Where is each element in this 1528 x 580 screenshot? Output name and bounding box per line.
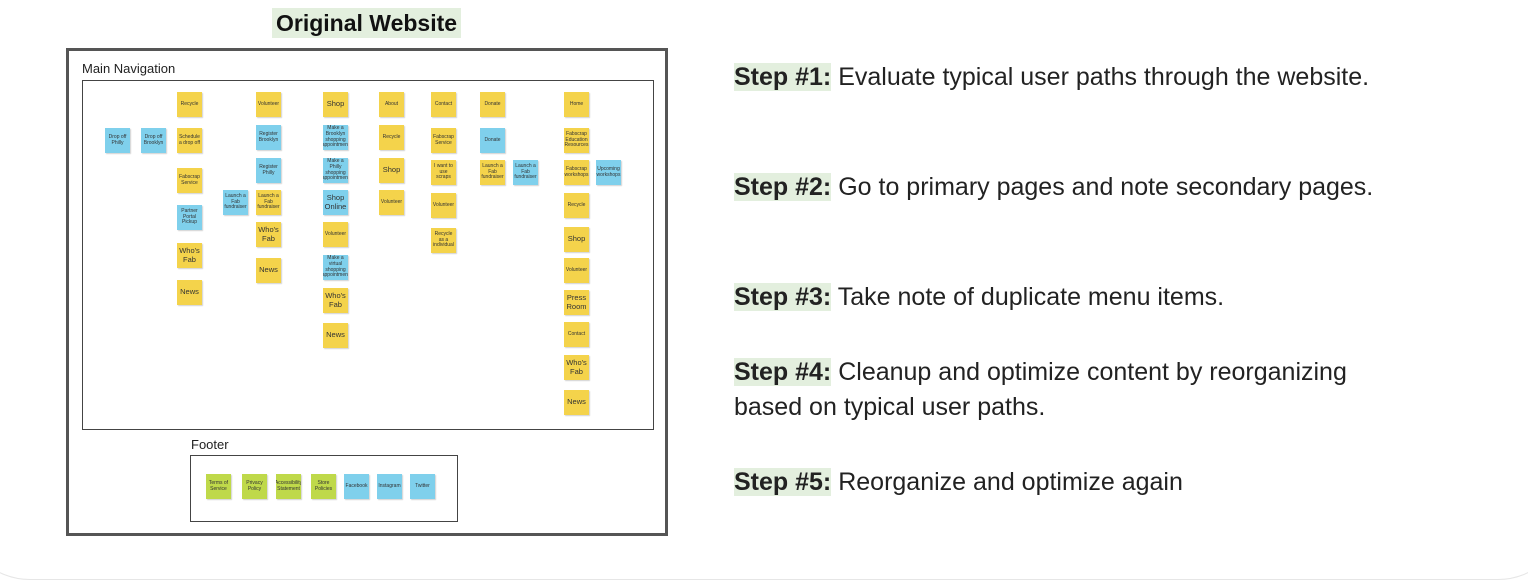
sticky-note: Instagram: [377, 474, 402, 499]
sticky-note: Make a virtual shopping appointment: [323, 255, 348, 280]
sticky-note: Who's Fab: [256, 222, 281, 247]
footer-label: Footer: [191, 437, 229, 452]
sticky-note: Fabscrap workshops: [564, 160, 589, 185]
sticky-note: Donate: [480, 128, 505, 153]
main-navigation-label: Main Navigation: [82, 61, 176, 76]
sticky-note: Volunteer: [323, 222, 348, 247]
step-3: Step #3: Take note of duplicate menu ite…: [734, 280, 1474, 315]
sticky-note: Home: [564, 92, 589, 117]
diagram-title: Original Website: [272, 8, 462, 38]
sticky-note: News: [564, 390, 589, 415]
step-label: Step #3:: [734, 283, 832, 311]
sticky-note: Drop off Philly: [105, 128, 130, 153]
sticky-note: Who's Fab: [564, 355, 589, 380]
sticky-note: Facebook: [344, 474, 369, 499]
step-1: Step #1: Evaluate typical user paths thr…: [734, 60, 1474, 95]
sticky-note: Launch a Fab fundraiser: [223, 190, 248, 215]
footer-box: [190, 455, 458, 522]
step-label: Step #4:: [734, 358, 832, 386]
sticky-note: Donate: [480, 92, 505, 117]
sticky-note: Partner Portal Pickup: [177, 205, 202, 230]
step-text: Evaluate typical user paths through the …: [831, 63, 1370, 91]
step-5: Step #5: Reorganize and optimize again: [734, 465, 1474, 500]
sticky-note: Upcoming workshops: [596, 160, 621, 185]
sticky-note: Fabscrap Service: [431, 128, 456, 153]
sticky-note: News: [256, 258, 281, 283]
step-label: Step #2:: [734, 173, 832, 201]
sticky-note: Accessibility Statement: [276, 474, 301, 499]
sticky-note: Recycle: [564, 193, 589, 218]
sticky-note: News: [323, 323, 348, 348]
sticky-note: Register Brooklyn: [256, 125, 281, 150]
sticky-note: Who's Fab: [323, 288, 348, 313]
step-text: Cleanup and optimize content by reorgani…: [734, 358, 1347, 421]
sticky-note: Shop: [323, 92, 348, 117]
sticky-note: Recycle: [379, 125, 404, 150]
sticky-note: Schedule a drop off: [177, 128, 202, 153]
sticky-note: Shop: [564, 227, 589, 252]
sticky-note: About: [379, 92, 404, 117]
sticky-note: News: [177, 280, 202, 305]
sticky-note: Register Philly: [256, 158, 281, 183]
sticky-note: Recycle: [177, 92, 202, 117]
sticky-note: Volunteer: [564, 258, 589, 283]
sticky-note: Fabscrap Education Resources: [564, 128, 589, 153]
sticky-note: Volunteer: [256, 92, 281, 117]
sticky-note: Make a Philly shopping appointment: [323, 158, 348, 183]
sticky-note: Recycle as a individual: [431, 228, 456, 253]
sticky-note: I want to use scraps: [431, 160, 456, 185]
sticky-note: Privacy Policy: [242, 474, 267, 499]
sticky-note: Volunteer: [431, 193, 456, 218]
sticky-note: Who's Fab: [177, 243, 202, 268]
step-4: Step #4: Cleanup and optimize content by…: [734, 355, 1374, 425]
sticky-note: Contact: [431, 92, 456, 117]
sticky-note: Fabscrap Service: [177, 168, 202, 193]
sticky-note: Launch a Fab fundraiser: [513, 160, 538, 185]
sticky-note: Drop off Brooklyn: [141, 128, 166, 153]
step-label: Step #5:: [734, 468, 832, 496]
sticky-note: Make a Brooklyn shopping appointment: [323, 125, 348, 150]
sticky-note: Contact: [564, 322, 589, 347]
step-text: Reorganize and optimize again: [831, 468, 1183, 496]
step-text: Go to primary pages and note secondary p…: [831, 173, 1374, 201]
step-text: Take note of duplicate menu items.: [831, 283, 1225, 311]
sticky-note: Launch a Fab fundraiser: [480, 160, 505, 185]
main-navigation-box: [82, 80, 654, 430]
sticky-note: Twitter: [410, 474, 435, 499]
sticky-note: Volunteer: [379, 190, 404, 215]
sticky-note: Shop Online: [323, 190, 348, 215]
sticky-note: Launch a Fab fundraiser: [256, 190, 281, 215]
step-2: Step #2: Go to primary pages and note se…: [734, 170, 1474, 205]
sticky-note: Press Room: [564, 290, 589, 315]
sticky-note: Terms of Service: [206, 474, 231, 499]
step-label: Step #1:: [734, 63, 832, 91]
sticky-note: Store Policies: [311, 474, 336, 499]
sticky-note: Shop: [379, 158, 404, 183]
